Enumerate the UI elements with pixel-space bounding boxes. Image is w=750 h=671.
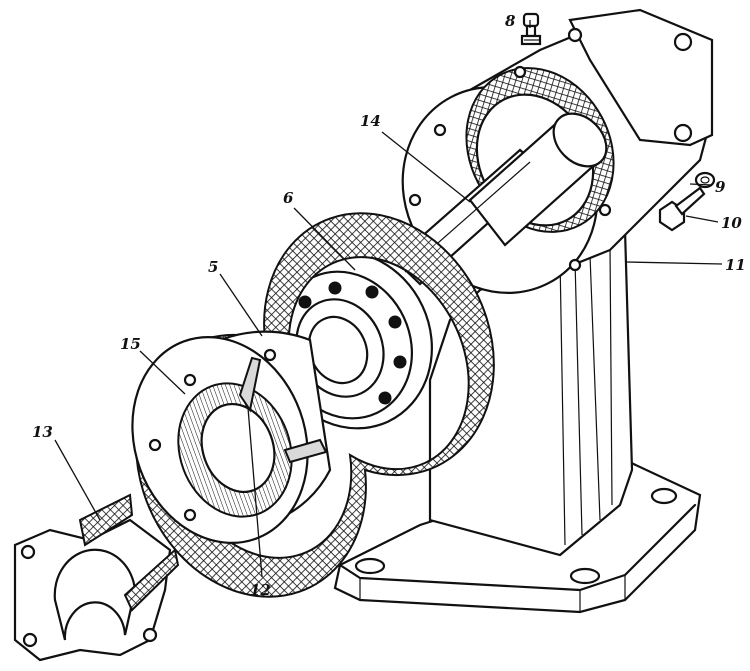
- callout-12: 12: [250, 581, 271, 599]
- split-bearing-cap: [13, 493, 180, 662]
- grease-fitting: [520, 12, 542, 46]
- callout-15: 15: [120, 335, 141, 353]
- callout-6: 6: [283, 189, 294, 207]
- callout-14: 14: [360, 112, 381, 130]
- callout-9: 9: [715, 178, 726, 196]
- callout-11: 11: [725, 256, 746, 274]
- callout-10: 10: [721, 214, 742, 232]
- leader-lines: [54, 20, 723, 578]
- callout-13: 13: [32, 423, 53, 441]
- callout-8: 8: [505, 12, 516, 30]
- washer: [694, 171, 716, 189]
- retainer-key: [238, 356, 328, 464]
- callout-5: 5: [208, 258, 218, 276]
- flange-cover: [131, 330, 332, 544]
- bolt: [658, 186, 706, 232]
